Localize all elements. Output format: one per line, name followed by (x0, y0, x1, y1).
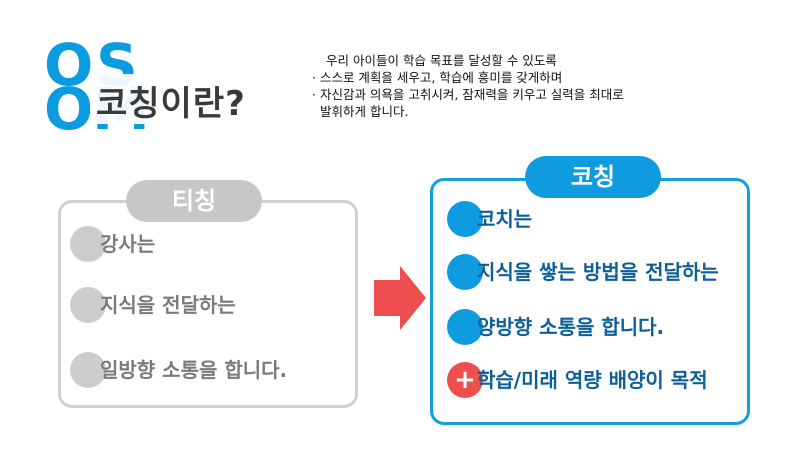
teaching-item-text: 지식을 전달하는 (100, 293, 236, 317)
bullet-circle-icon (447, 201, 483, 237)
teaching-item-text: 강사는 (100, 232, 156, 256)
coaching-item-text: 지식을 쌓는 방법을 전달하는 (477, 260, 719, 284)
coaching-panel (430, 178, 750, 425)
description-line-2: · 스스로 계획을 세우고, 학습에 흥미를 갖게하며 (312, 70, 563, 85)
plus-icon: + (447, 362, 483, 398)
bullet-circle-icon (70, 287, 106, 323)
bullet-circle-icon (70, 352, 106, 388)
bullet-circle-icon (447, 254, 483, 290)
teaching-item-text: 일방향 소통을 합니다. (100, 358, 288, 382)
coaching-label: 코칭 (525, 156, 661, 198)
coaching-item-text: 양방향 소통을 합니다. (477, 315, 665, 339)
logo-letter-o: O (44, 31, 94, 99)
coaching-extra-text: 학습/미래 역량 배양이 목적 (477, 368, 708, 392)
description-line-3: · 자신감과 의욕을 고취시켜, 잠재력을 키우고 실력을 최대로 (312, 87, 624, 102)
logo-letter-o-lower: O (44, 75, 94, 143)
page-title: 코칭이란? (96, 84, 246, 124)
coaching-item-text: 코치는 (477, 207, 533, 231)
right-arrow-icon (374, 266, 426, 330)
teaching-label: 티칭 (126, 180, 262, 222)
bullet-circle-icon (70, 226, 106, 262)
bullet-circle-icon (447, 309, 483, 345)
title-backdrop (90, 74, 298, 124)
description-line-1: 우리 아이들이 학습 목표를 달성할 수 있도록 (326, 53, 557, 68)
plus-symbol: + (454, 365, 476, 395)
description: 우리 아이들이 학습 목표를 달성할 수 있도록 · 스스로 계획을 세우고, … (312, 52, 624, 120)
description-line-4: 발휘하게 합니다. (320, 104, 409, 119)
